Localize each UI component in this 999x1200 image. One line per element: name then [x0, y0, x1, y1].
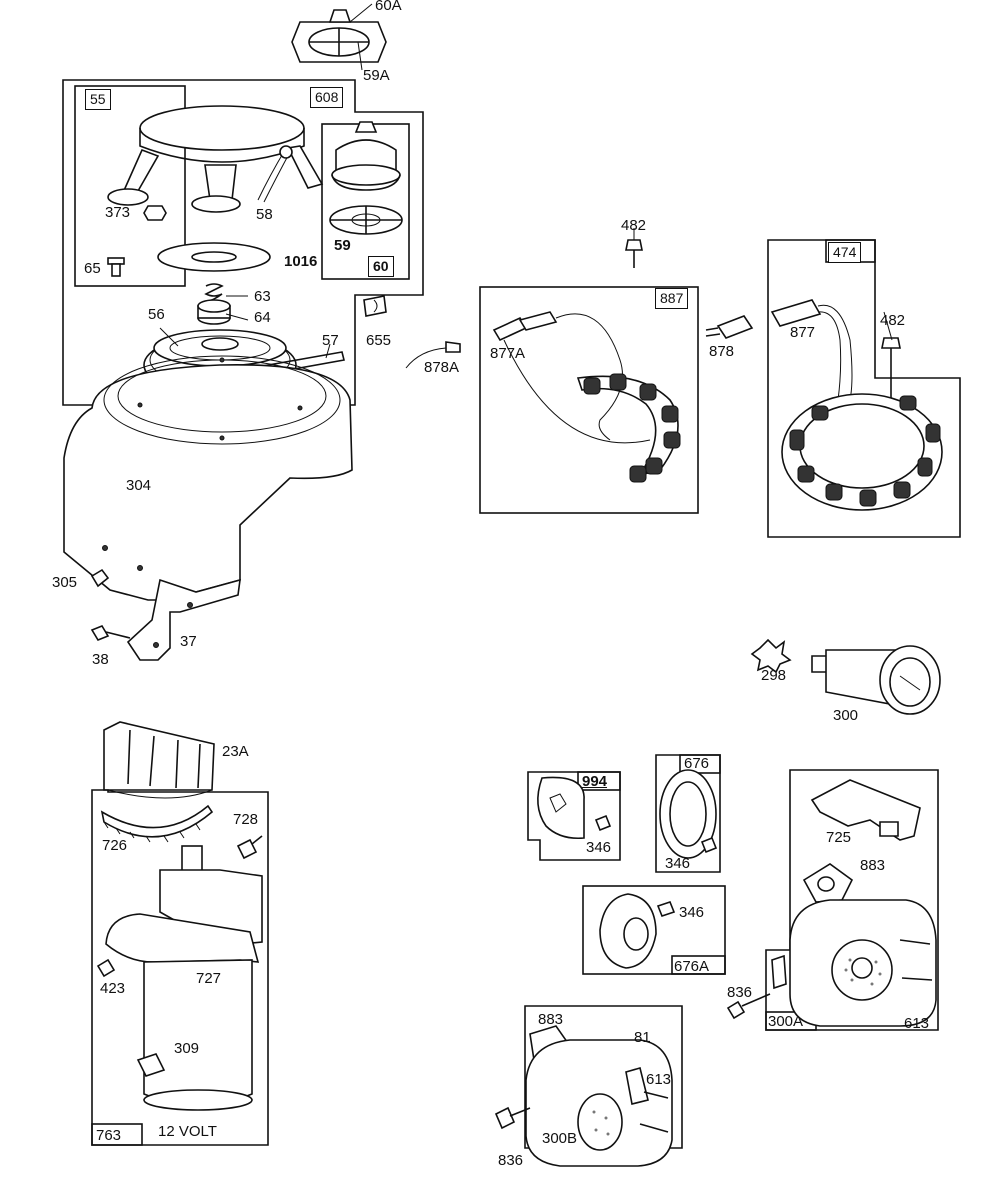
frame-part-887: [479, 286, 699, 514]
label-300: 300: [833, 707, 859, 724]
label-836-a: 836: [727, 984, 753, 1001]
part-300B-muffler: [525, 1039, 673, 1167]
label-994: 994: [582, 773, 608, 790]
part-883-gasket-a: [802, 863, 854, 903]
part-836-screw-a: [726, 993, 771, 1020]
label-728: 728: [233, 811, 259, 828]
part-726-ring-gear: [100, 804, 214, 843]
label-725: 725: [826, 829, 852, 846]
part-37-air-baffle: [126, 578, 241, 661]
label-727: 727: [196, 970, 222, 987]
label-309: 309: [174, 1040, 200, 1057]
part-725-bracket: [810, 779, 921, 841]
label-58: 58: [256, 206, 273, 223]
label-1016: 1016: [284, 253, 318, 270]
part-300A-muffler: [789, 899, 937, 1027]
label-877: 877: [790, 324, 816, 341]
label-346-b: 346: [665, 855, 691, 872]
part-728-screw: [236, 835, 263, 860]
part-300-muffler: [811, 645, 941, 715]
part-58-starter-housing: [107, 105, 324, 213]
label-608: 608: [310, 87, 344, 108]
label-613-a: 613: [904, 1015, 930, 1032]
label-300A: 300A: [768, 1013, 804, 1030]
frame-part-55: [74, 85, 186, 287]
label-676A: 676A: [674, 958, 710, 975]
label-59: 59: [334, 237, 351, 254]
part-676-gasket: [659, 769, 718, 859]
part-60A-grass-screen-knob: [291, 3, 387, 71]
label-81: 81: [634, 1029, 651, 1046]
part-64-bushing: [197, 299, 231, 325]
part-482-screw-stator: [881, 337, 901, 400]
part-994-shield: [537, 776, 612, 840]
part-836-screw-b: [494, 1106, 531, 1130]
label-655: 655: [366, 332, 392, 349]
part-373-nut: [143, 205, 167, 221]
label-474: 474: [828, 242, 862, 263]
part-309-starter-motor: [105, 845, 263, 1111]
label-304: 304: [126, 477, 152, 494]
label-423: 423: [100, 980, 126, 997]
part-63-spring: [204, 283, 224, 303]
label-836-b: 836: [498, 1152, 524, 1169]
part-298-lock-washer: [750, 638, 792, 674]
label-346-a: 346: [586, 839, 612, 856]
part-65-screw: [107, 257, 125, 277]
label-56: 56: [148, 306, 165, 323]
part-38-screw: [90, 625, 131, 641]
part-300A-bracket-tab: [771, 954, 787, 990]
part-23A-flywheel-screen: [103, 721, 215, 799]
label-57: 57: [322, 332, 339, 349]
label-59A: 59A: [363, 67, 390, 84]
label-877A: 877A: [490, 345, 526, 362]
label-676: 676: [684, 755, 710, 772]
label-883-a: 883: [860, 857, 886, 874]
label-878: 878: [709, 343, 735, 360]
part-305-screw: [90, 568, 110, 588]
part-878A-wire: [405, 341, 461, 369]
label-298: 298: [761, 667, 787, 684]
label-305: 305: [52, 574, 78, 591]
label-878A: 878A: [424, 359, 460, 376]
label-55: 55: [85, 89, 111, 110]
label-12-volt: 12 VOLT: [158, 1123, 217, 1140]
label-763: 763: [96, 1127, 122, 1144]
part-676A-heat-shield: [599, 893, 676, 969]
label-38: 38: [92, 651, 109, 668]
frame-part-676A: [582, 885, 726, 975]
label-63: 63: [254, 288, 271, 305]
label-482-stator: 482: [880, 312, 906, 329]
part-887-alternator-stator: [576, 373, 681, 483]
label-60: 60: [368, 256, 394, 277]
label-37: 37: [180, 633, 197, 650]
part-474-stator: [781, 393, 943, 511]
label-883-b: 883: [538, 1011, 564, 1028]
label-373: 373: [105, 204, 131, 221]
part-304-blower-housing: [63, 355, 353, 601]
label-613-b: 613: [646, 1071, 672, 1088]
part-1016-washer: [157, 242, 271, 272]
label-23A: 23A: [222, 743, 249, 760]
part-59-screen: [329, 205, 403, 235]
part-482-screw-top: [625, 239, 643, 268]
part-877A-alternator-wiring: [492, 311, 651, 444]
part-878-connector: [705, 315, 754, 339]
label-300B: 300B: [542, 1130, 578, 1147]
frame-part-300B: [524, 1005, 683, 1149]
label-65: 65: [84, 260, 101, 277]
part-655-clip: [363, 295, 387, 317]
label-726: 726: [102, 837, 128, 854]
label-482-top: 482: [621, 217, 647, 234]
label-346-c: 346: [679, 904, 705, 921]
label-64: 64: [254, 309, 271, 326]
part-60-cup: [331, 121, 401, 191]
part-877-connector: [770, 299, 853, 401]
label-887: 887: [655, 288, 689, 309]
part-423-screw: [96, 958, 116, 978]
label-60A: 60A: [375, 0, 402, 14]
